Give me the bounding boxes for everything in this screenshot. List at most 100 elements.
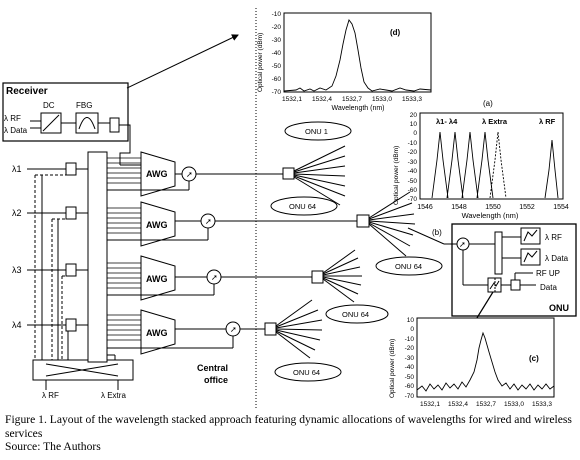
plot-c: (c) Optical power (dBm) 10 0 -10 -20 -30… xyxy=(389,317,555,408)
receiver-to-plot-d-arrow xyxy=(126,34,239,89)
plot-a-peak-rf xyxy=(544,139,559,199)
svg-text:➚: ➚ xyxy=(230,325,237,334)
plot-c-ytick: -60 xyxy=(405,383,415,390)
awg-1: AWG xyxy=(140,151,176,197)
dc-diagonal xyxy=(42,114,60,132)
central-office-label-2: office xyxy=(204,375,228,385)
plot-a-ytick: -60 xyxy=(408,187,418,194)
fbg-filter-curve xyxy=(78,117,96,130)
svg-text:➚: ➚ xyxy=(211,273,218,282)
plot-c-ytick: -50 xyxy=(405,374,415,381)
awg-3: AWG xyxy=(140,255,176,301)
plot-a-annotation-rf: λ RF xyxy=(539,117,556,126)
onu-ellipses xyxy=(270,121,443,382)
input-label-4: λ4 xyxy=(12,320,22,330)
caption-source: Source: The Authors xyxy=(5,440,101,453)
plot-d-ytick: -50 xyxy=(272,63,282,70)
plot-d-ytick: -20 xyxy=(272,24,282,31)
onu-inset: (b) ➚ λ RF λ Data RF UP Data ONU xyxy=(432,223,577,317)
inset-onu-title: ONU xyxy=(549,303,569,313)
plot-d: (d) Optical power (dBm) -10 -20 -30 -40 … xyxy=(257,11,432,112)
inset-lambda-data: λ Data xyxy=(545,254,569,263)
fbg-block xyxy=(75,112,99,134)
plot-a-ytick: 0 xyxy=(413,130,417,137)
svg-text:➚: ➚ xyxy=(205,217,212,226)
plot-a-peak xyxy=(476,131,494,199)
plot-c-spectrum xyxy=(416,331,555,392)
receiver-lambda-data: λ Data xyxy=(4,126,28,135)
plot-a-peak xyxy=(431,131,449,199)
receiver-fbg-label: FBG xyxy=(76,101,92,110)
receiver-box: Receiver λ RF λ Data DC FBG xyxy=(2,82,129,142)
plot-d-ytick: -70 xyxy=(272,89,282,96)
plot-c-ytick: -70 xyxy=(405,393,415,400)
inset-lambda-rf: λ RF xyxy=(545,233,562,242)
input-label-2: λ2 xyxy=(12,208,22,218)
circulators xyxy=(181,166,241,337)
plot-a-ytick: -30 xyxy=(408,159,418,166)
awg-2-label: AWG xyxy=(146,220,168,230)
plot-d-tag: (d) xyxy=(390,28,401,37)
plot-d-ytick: -30 xyxy=(272,37,282,44)
splitter-1 xyxy=(282,145,346,206)
awg-bus-lines xyxy=(107,157,141,341)
network-diagram: Receiver λ RF λ Data DC FBG λ1 λ2 λ3 λ4 xyxy=(2,8,577,408)
plot-a-annotation-extra: λ Extra xyxy=(482,117,508,126)
inset-b-tag: (b) xyxy=(432,228,442,237)
plot-a-xtick: 1554 xyxy=(553,204,569,211)
plot-c-frame xyxy=(416,317,555,398)
plot-c-xtick: 1532,1 xyxy=(420,401,440,408)
onu-label-5: ONU 64 xyxy=(293,368,320,377)
input-label-3: λ3 xyxy=(12,265,22,275)
plot-a-ytick: -50 xyxy=(408,178,418,185)
plot-a-peak xyxy=(461,131,479,199)
awg-3-label: AWG xyxy=(146,274,168,284)
caption-text: Figure 1. Layout of the wavelength stack… xyxy=(5,413,572,440)
input-label-1: λ1 xyxy=(12,164,22,174)
plot-a-annotation-l1-l4: λ1- λ4 xyxy=(436,117,458,126)
plot-d-xtick: 1532,7 xyxy=(342,96,362,103)
awg-4: AWG xyxy=(140,309,176,355)
awg-1-label: AWG xyxy=(146,169,168,179)
switch-label-rf: λ RF xyxy=(42,391,59,400)
plot-d-xtick: 1533,0 xyxy=(372,96,392,103)
onu-label-4: ONU 64 xyxy=(342,310,369,319)
plot-a: (a) Optical power (dBm) 20 10 0 -10 -20 … xyxy=(393,99,569,220)
plot-c-tag: (c) xyxy=(529,354,539,363)
plot-a-ytick: -40 xyxy=(408,168,418,175)
inset-rf-up: RF UP xyxy=(536,269,560,278)
plot-a-xtick: 1546 xyxy=(417,204,433,211)
receiver-dc-label: DC xyxy=(43,101,55,110)
central-office-label-1: Central xyxy=(197,363,228,373)
switch-label-extra: λ Extra xyxy=(101,391,126,400)
plot-d-ytick: -10 xyxy=(272,11,282,18)
plot-a-xtick: 1550 xyxy=(485,204,501,211)
onu-label-3: ONU 64 xyxy=(395,262,422,271)
plot-d-xtick: 1532,4 xyxy=(312,96,332,103)
plot-c-ytick: -40 xyxy=(405,364,415,371)
receiver-port xyxy=(109,117,120,133)
plot-d-ytick: -60 xyxy=(272,76,282,83)
plot-a-peak-extra xyxy=(489,131,507,199)
plot-a-ytick: -20 xyxy=(408,149,418,156)
splitter-4 xyxy=(264,299,323,359)
plot-c-xtick: 1532,4 xyxy=(448,401,468,408)
plot-a-ytick: -70 xyxy=(408,196,418,203)
plot-c-xtick: 1533,0 xyxy=(504,401,524,408)
splitter-2 xyxy=(356,191,416,257)
svg-text:➚: ➚ xyxy=(186,170,193,179)
plot-c-ytick: -30 xyxy=(405,355,415,362)
plot-d-xtick: 1533,3 xyxy=(402,96,422,103)
plot-c-xtick: 1532,7 xyxy=(476,401,496,408)
plot-c-ytick: -10 xyxy=(405,336,415,343)
figure-caption: Figure 1. Layout of the wavelength stack… xyxy=(5,413,577,454)
awg-4-label: AWG xyxy=(146,328,168,338)
plot-a-xtick: 1552 xyxy=(519,204,535,211)
plot-a-ytick: -10 xyxy=(408,140,418,147)
awg-2: AWG xyxy=(140,201,176,247)
receiver-lambda-rf: λ RF xyxy=(4,114,21,123)
svg-text:➚: ➚ xyxy=(459,240,466,249)
splitter-3 xyxy=(311,249,362,303)
input-ports: λ1 λ2 λ3 λ4 xyxy=(12,162,88,360)
plot-d-spectrum xyxy=(283,19,432,92)
